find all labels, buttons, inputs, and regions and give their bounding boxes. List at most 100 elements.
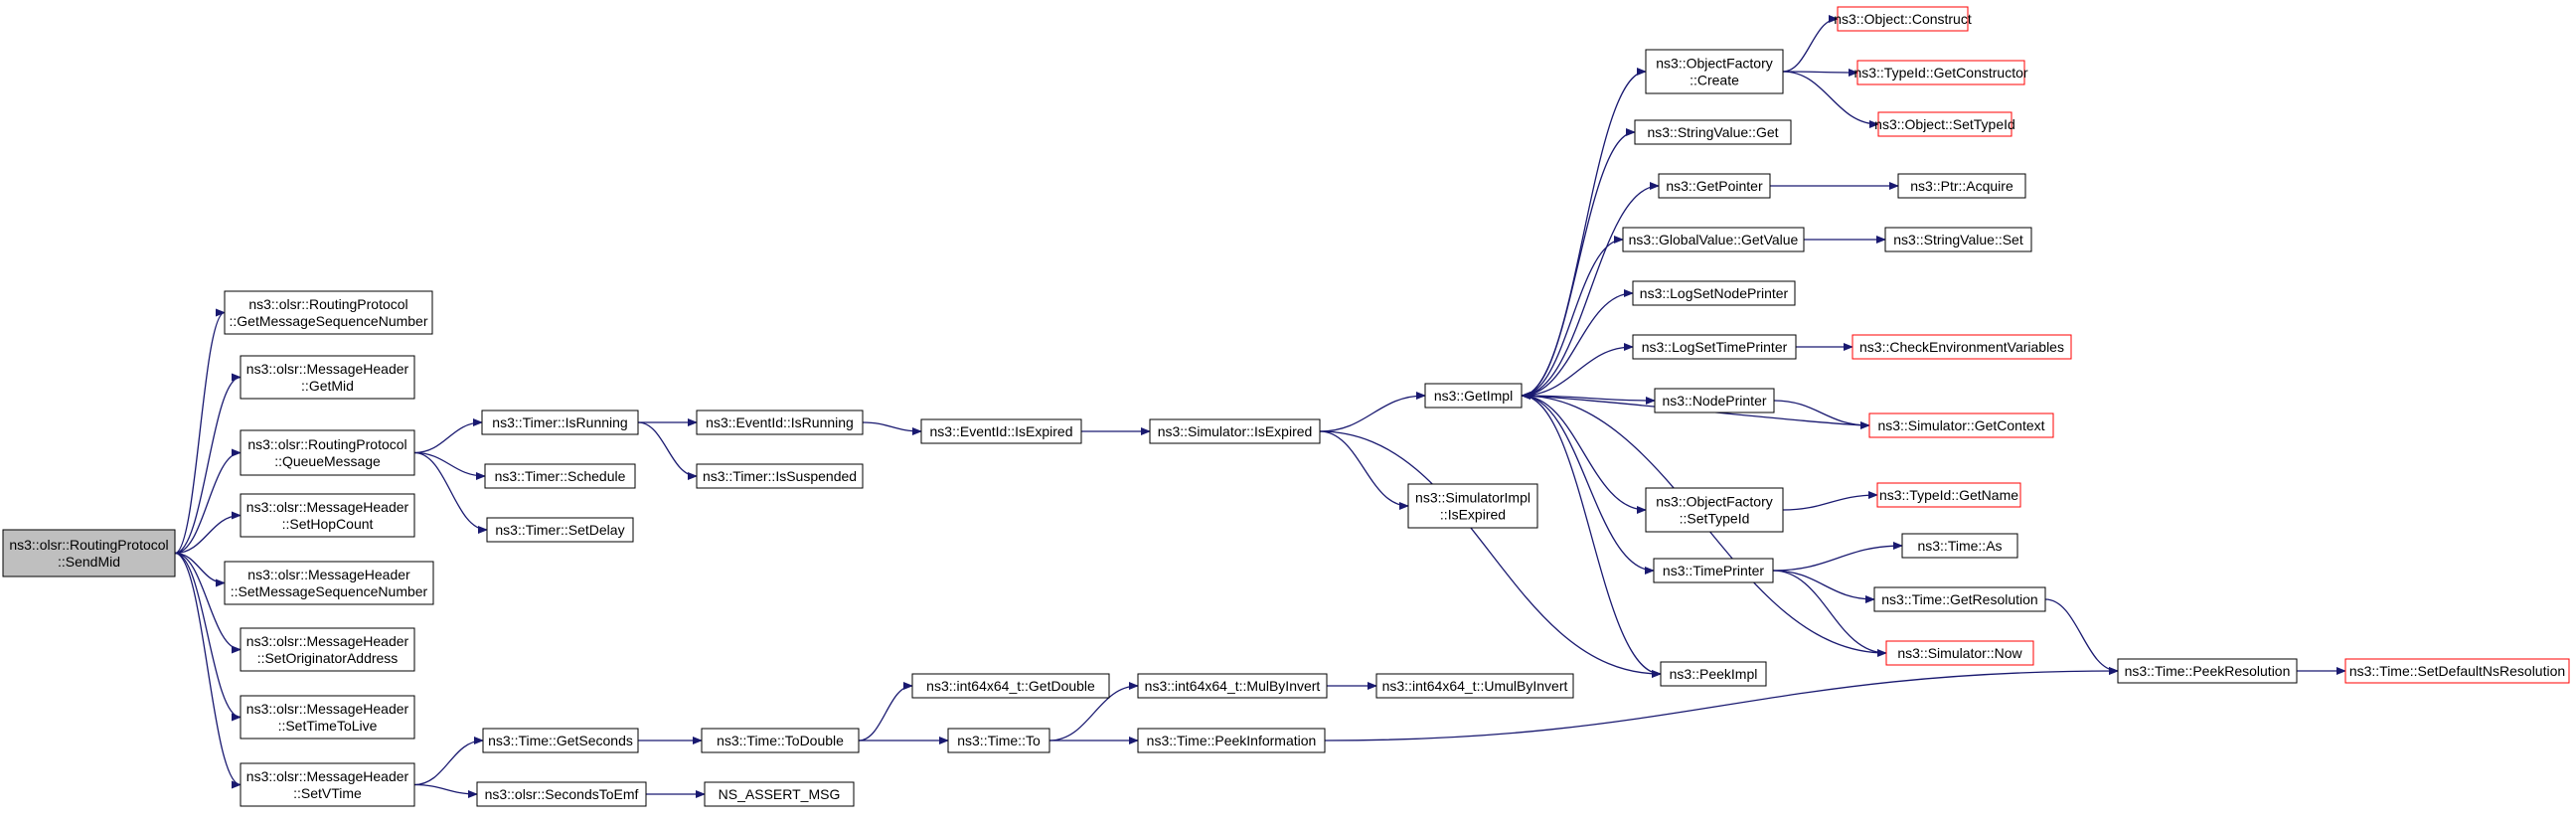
node-timerschedule[interactable]: ns3::Timer::Schedule [484, 463, 636, 489]
node-timepeekres[interactable]: ns3::Time::PeekResolution [2117, 658, 2298, 684]
node-secondstoemf[interactable]: ns3::olsr::SecondsToEmf [476, 781, 647, 807]
node-label-line: ns3::TypeId::GetName [1879, 487, 2018, 503]
node-objconstruct[interactable]: ns3::Object::Construct [1834, 6, 1972, 32]
node-typeidgetname[interactable]: ns3::TypeId::GetName [1876, 482, 2021, 508]
node-stringvalueset[interactable]: ns3::StringValue::Set [1884, 227, 2032, 252]
node-timegetres[interactable]: ns3::Time::GetResolution [1873, 586, 2046, 612]
edge-objfactsettypeid-to-typeidgetname [1782, 491, 1878, 511]
node-box [701, 728, 860, 753]
node-peekimpl[interactable]: ns3::PeekImpl [1660, 661, 1767, 687]
node-label-line: ns3::olsr::RoutingProtocol [247, 436, 406, 452]
edge-timepeekinfo-to-timepeekres [1324, 667, 2119, 741]
node-label-line: ns3::int64x64_t::UmulByInvert [1382, 678, 1568, 694]
node-box [1424, 383, 1523, 409]
node-box [2, 529, 176, 577]
node-objfactcreate[interactable]: ns3::ObjectFactory::Create [1645, 49, 1784, 94]
node-int64umulbyinvert[interactable]: ns3::int64x64_t::UmulByInvert [1375, 673, 1574, 699]
node-simgetcontext[interactable]: ns3::Simulator::GetContext [1868, 412, 2054, 438]
node-checkenv[interactable]: ns3::CheckEnvironmentVariables [1852, 334, 2072, 360]
node-box [696, 410, 864, 435]
node-setmsgseq[interactable]: ns3::olsr::MessageHeader::SetMessageSequ… [224, 561, 434, 605]
edge-sendmid-to-queuemsg [174, 448, 242, 555]
edge-eventisrunning-to-eventisexpired [862, 421, 922, 435]
node-timerisrunning[interactable]: ns3::Timer::IsRunning [481, 410, 639, 435]
node-typeidgetctor[interactable]: ns3::TypeId::GetConstructor [1853, 60, 2028, 85]
node-label-line: ::Create [1690, 73, 1739, 88]
node-simisexpired[interactable]: ns3::Simulator::IsExpired [1149, 418, 1321, 444]
node-timeas[interactable]: ns3::Time::As [1901, 533, 2018, 559]
node-sethop[interactable]: ns3::olsr::MessageHeader::SetHopCount [240, 493, 415, 538]
node-objsettypeid[interactable]: ns3::Object::SetTypeId [1874, 111, 2015, 137]
node-box [911, 673, 1110, 699]
node-label-line: ns3::LogSetTimePrinter [1642, 339, 1788, 355]
node-eventisrunning[interactable]: ns3::EventId::IsRunning [696, 410, 864, 435]
node-box [484, 463, 636, 489]
edge-sendmid-to-setvtime [174, 552, 242, 789]
node-setvtime[interactable]: ns3::olsr::MessageHeader::SetVTime [240, 762, 415, 807]
node-timersetdelay[interactable]: ns3::Timer::SetDelay [486, 517, 634, 543]
node-timeprinter[interactable]: ns3::TimePrinter [1653, 558, 1774, 583]
node-label-line: ns3::Time::GetResolution [1881, 591, 2037, 607]
node-nodeprinter[interactable]: ns3::NodePrinter [1654, 388, 1775, 413]
edge-objfactcreate-to-objsettypeid [1782, 71, 1879, 128]
node-box [1884, 227, 2032, 252]
node-box [1868, 412, 2054, 438]
node-box [947, 728, 1050, 753]
node-setorig[interactable]: ns3::olsr::MessageHeader::SetOriginatorA… [240, 627, 415, 672]
node-box [1149, 418, 1321, 444]
edge-objfactcreate-to-objconstruct [1782, 15, 1839, 73]
node-simimplisexpired[interactable]: ns3::SimulatorImpl::IsExpired [1407, 483, 1538, 529]
node-timerissuspended[interactable]: ns3::Timer::IsSuspended [696, 463, 864, 489]
edge-sendmid-to-sethop [174, 511, 242, 555]
node-box [482, 728, 639, 753]
node-box [1873, 586, 2046, 612]
node-box [1634, 119, 1792, 145]
node-box [224, 290, 433, 335]
edge-getimpl-to-globalvalueget [1521, 236, 1624, 397]
node-timesetdefault[interactable]: ns3::Time::SetDefaultNsResolution [2344, 658, 2570, 684]
node-globalvalueget[interactable]: ns3::GlobalValue::GetValue [1622, 227, 1805, 252]
node-box [1901, 533, 2018, 559]
node-box [240, 695, 415, 740]
node-label-line: ns3::Time::SetDefaultNsResolution [2349, 663, 2565, 679]
node-label-line: ns3::Time::ToDouble [717, 733, 844, 748]
node-box [224, 561, 434, 605]
node-label-line: ns3::SimulatorImpl [1415, 490, 1530, 506]
node-label-line: ::SetTypeId [1680, 511, 1750, 527]
node-box [1653, 558, 1774, 583]
node-box [240, 429, 415, 476]
node-box [704, 781, 855, 807]
node-logsettime[interactable]: ns3::LogSetTimePrinter [1632, 334, 1797, 360]
node-label-line: NS_ASSERT_MSG [719, 786, 841, 802]
node-sendmid[interactable]: ns3::olsr::RoutingProtocol::SendMid [2, 529, 176, 577]
node-ptracquire[interactable]: ns3::Ptr::Acquire [1897, 173, 2026, 199]
node-label-line: ns3::Ptr::Acquire [1910, 178, 2013, 194]
node-box [1375, 673, 1574, 699]
node-eventisexpired[interactable]: ns3::EventId::IsExpired [920, 418, 1082, 444]
node-box [2117, 658, 2298, 684]
node-getmsgseq[interactable]: ns3::olsr::RoutingProtocol::GetMessageSe… [224, 290, 433, 335]
node-objfactsettypeid[interactable]: ns3::ObjectFactory::SetTypeId [1645, 487, 1784, 533]
node-getmid[interactable]: ns3::olsr::MessageHeader::GetMid [240, 355, 415, 400]
node-label-line: ns3::Timer::Schedule [495, 468, 626, 484]
node-label-line: ns3::olsr::MessageHeader [246, 633, 409, 649]
node-label-line: ns3::EventId::IsRunning [706, 414, 854, 430]
node-stringvalueget[interactable]: ns3::StringValue::Get [1634, 119, 1792, 145]
node-int64getdouble[interactable]: ns3::int64x64_t::GetDouble [911, 673, 1110, 699]
node-queuemsg[interactable]: ns3::olsr::RoutingProtocol::QueueMessage [240, 429, 415, 476]
node-getimpl[interactable]: ns3::GetImpl [1424, 383, 1523, 409]
node-nsassertmsg[interactable]: NS_ASSERT_MSG [704, 781, 855, 807]
node-getpointer[interactable]: ns3::GetPointer [1658, 173, 1771, 199]
node-label-line: ::SetOriginatorAddress [257, 650, 399, 666]
edge-simisexpired-to-peekimpl [1319, 430, 1662, 678]
node-logsetnode[interactable]: ns3::LogSetNodePrinter [1632, 280, 1796, 306]
node-timetodouble[interactable]: ns3::Time::ToDouble [701, 728, 860, 753]
edge-getimpl-to-peekimpl [1521, 395, 1662, 678]
node-timepeekinfo[interactable]: ns3::Time::PeekInformation [1137, 728, 1326, 753]
node-int64mulbyinvert[interactable]: ns3::int64x64_t::MulByInvert [1137, 673, 1328, 699]
node-timeto[interactable]: ns3::Time::To [947, 728, 1050, 753]
node-setttl[interactable]: ns3::olsr::MessageHeader::SetTimeToLive [240, 695, 415, 740]
node-simnow[interactable]: ns3::Simulator::Now [1885, 640, 2034, 666]
node-label-line: ::IsExpired [1440, 507, 1506, 523]
node-timegetseconds[interactable]: ns3::Time::GetSeconds [482, 728, 639, 753]
